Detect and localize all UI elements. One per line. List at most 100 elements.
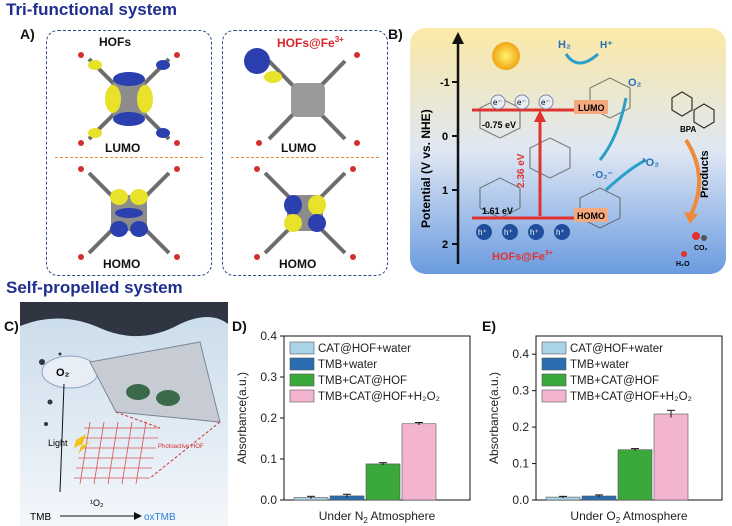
svg-text:h⁺: h⁺	[556, 228, 565, 237]
svg-text:e⁻: e⁻	[517, 98, 526, 107]
h2o-label: H₂O	[676, 261, 690, 268]
hofs-homo-molecule	[78, 166, 180, 260]
tmb-label: TMB	[30, 512, 51, 523]
y-tick-label: 0.0	[512, 493, 529, 507]
legend-swatch	[541, 389, 567, 403]
bpa-label: BPA	[680, 125, 697, 134]
x-axis-label: Under O2 Atmosphere	[570, 509, 688, 525]
bar	[617, 449, 653, 501]
legend-swatch	[289, 373, 315, 387]
bar	[653, 413, 689, 501]
legend-swatch	[541, 341, 567, 355]
y-tick-label: 0.1	[260, 452, 277, 466]
panel-a-label: A)	[20, 26, 35, 42]
svg-text:e⁻: e⁻	[493, 98, 502, 107]
hofs-fe-homo-label: HOMO	[279, 257, 317, 271]
superoxide-arrow	[604, 158, 647, 192]
hofs-title: HOFs	[99, 35, 132, 49]
holes: h⁺ h⁺ h⁺ h⁺	[476, 224, 570, 240]
hofs-lumo-molecule	[78, 52, 180, 146]
oxtmb-label: oxTMB	[144, 512, 176, 523]
y-tick-label: 0.4	[260, 330, 277, 343]
potential-axis-label: Potential (V vs. NHE)	[419, 109, 433, 228]
legend-swatch	[289, 389, 315, 403]
legend-label: TMB+CAT@HOF+H₂O₂	[318, 391, 440, 403]
water-surface	[20, 302, 228, 337]
panel-d-label: D)	[232, 318, 247, 334]
hofs-divider	[55, 157, 203, 158]
electrons: e⁻ e⁻ e⁻	[490, 94, 554, 110]
x-axis-label: Under N2 Atmosphere	[319, 509, 436, 525]
self-propelled-illustration: O₂ Photoactive HOF Light ¹O₂ TMB oxTMB	[20, 302, 228, 526]
y-tick-label: 0.2	[512, 420, 529, 434]
hofs-lumo-label: LUMO	[105, 141, 141, 155]
svg-text:e⁻: e⁻	[541, 98, 550, 107]
legend-swatch	[541, 373, 567, 387]
homo-value: 1.61 eV	[482, 206, 513, 216]
y-axis-label: Absorbance(a.u.)	[487, 372, 501, 464]
o2-arrow	[598, 97, 628, 161]
y-axis-label: Absorbance(a.u.)	[235, 372, 249, 464]
material-label: HOFs@Fe3+	[492, 250, 553, 263]
homo-tag-text: HOMO	[577, 211, 605, 221]
y-tick-label: 0.3	[512, 384, 529, 398]
h2-label: H₂	[558, 39, 571, 51]
panel-e-label: E)	[482, 318, 496, 334]
lumo-tag	[574, 100, 608, 114]
hofs-homo-label: HOMO	[103, 257, 141, 271]
legend-label: TMB+CAT@HOF+H₂O₂	[570, 391, 692, 403]
light-label: Light	[48, 438, 68, 448]
singlet-o2-label: ¹O₂	[642, 157, 659, 169]
svg-text:h⁺: h⁺	[530, 228, 539, 237]
legend-label: TMB+CAT@HOF	[570, 375, 659, 387]
y-tick-label: 0.2	[260, 411, 277, 425]
y-tick-label: 0.1	[512, 457, 529, 471]
legend-swatch	[289, 357, 315, 371]
o2-label: O₂	[628, 77, 642, 89]
y-tick-label: 0.0	[260, 493, 277, 507]
section-title-selfpropelled: Self-propelled system	[6, 278, 183, 297]
tick-minus1: -1	[440, 77, 450, 89]
sun-icon	[492, 42, 520, 70]
legend-label: CAT@HOF+water	[570, 343, 663, 355]
panel-b-label: B)	[388, 26, 403, 42]
o2-bubble	[41, 355, 99, 389]
y-tick-label: 0.4	[512, 347, 529, 361]
hofs-fe-homo-molecule	[254, 166, 356, 260]
legend-swatch	[541, 357, 567, 371]
bpa-molecule	[671, 91, 715, 129]
svg-text:h⁺: h⁺	[478, 228, 487, 237]
tick-1: 1	[442, 185, 448, 197]
c-o2-label: O₂	[56, 367, 70, 379]
bar	[365, 463, 401, 501]
lumo-tag-text: LUMO	[578, 103, 605, 113]
legend-label: CAT@HOF+water	[318, 343, 411, 355]
legend-label: TMB+water	[570, 359, 629, 371]
tick-2: 2	[442, 239, 448, 251]
legend-swatch	[289, 341, 315, 355]
homo-tag	[574, 208, 608, 222]
photoactive-hof-grid	[74, 421, 160, 485]
hofs-fe-lumo-label: LUMO	[281, 141, 317, 155]
co2-label: CO₂	[694, 245, 708, 252]
photoactive-hof-label: Photoactive HOF	[158, 444, 204, 450]
hofs-fe-title: HOFs@Fe3+	[277, 35, 344, 50]
hofs-fe-lumo-molecule	[244, 48, 360, 146]
energy-band-diagram: -1 0 1 2 Potential (V vs. NHE) LUMO HOMO…	[410, 28, 726, 274]
hofs-fe-orbital-box: HOFs@Fe3+ LUMO HOMO	[222, 30, 388, 276]
hofs-fe-divider	[231, 157, 379, 158]
products-arrow	[684, 138, 701, 217]
svg-text:h⁺: h⁺	[504, 228, 513, 237]
superoxide-label: ·O₂⁻	[592, 170, 613, 181]
gap-value: 2.36 eV	[516, 153, 527, 188]
tick-0: 0	[442, 131, 448, 143]
panel-c-label: C)	[4, 318, 19, 334]
legend-label: TMB+CAT@HOF	[318, 375, 407, 387]
section-title-trifunctional: Tri-functional system	[6, 0, 177, 19]
lightning-icon	[74, 434, 90, 454]
hplus-label: H⁺	[600, 40, 613, 51]
c-singlet-o2-label: ¹O₂	[90, 498, 104, 508]
h2-arrow	[564, 52, 600, 65]
